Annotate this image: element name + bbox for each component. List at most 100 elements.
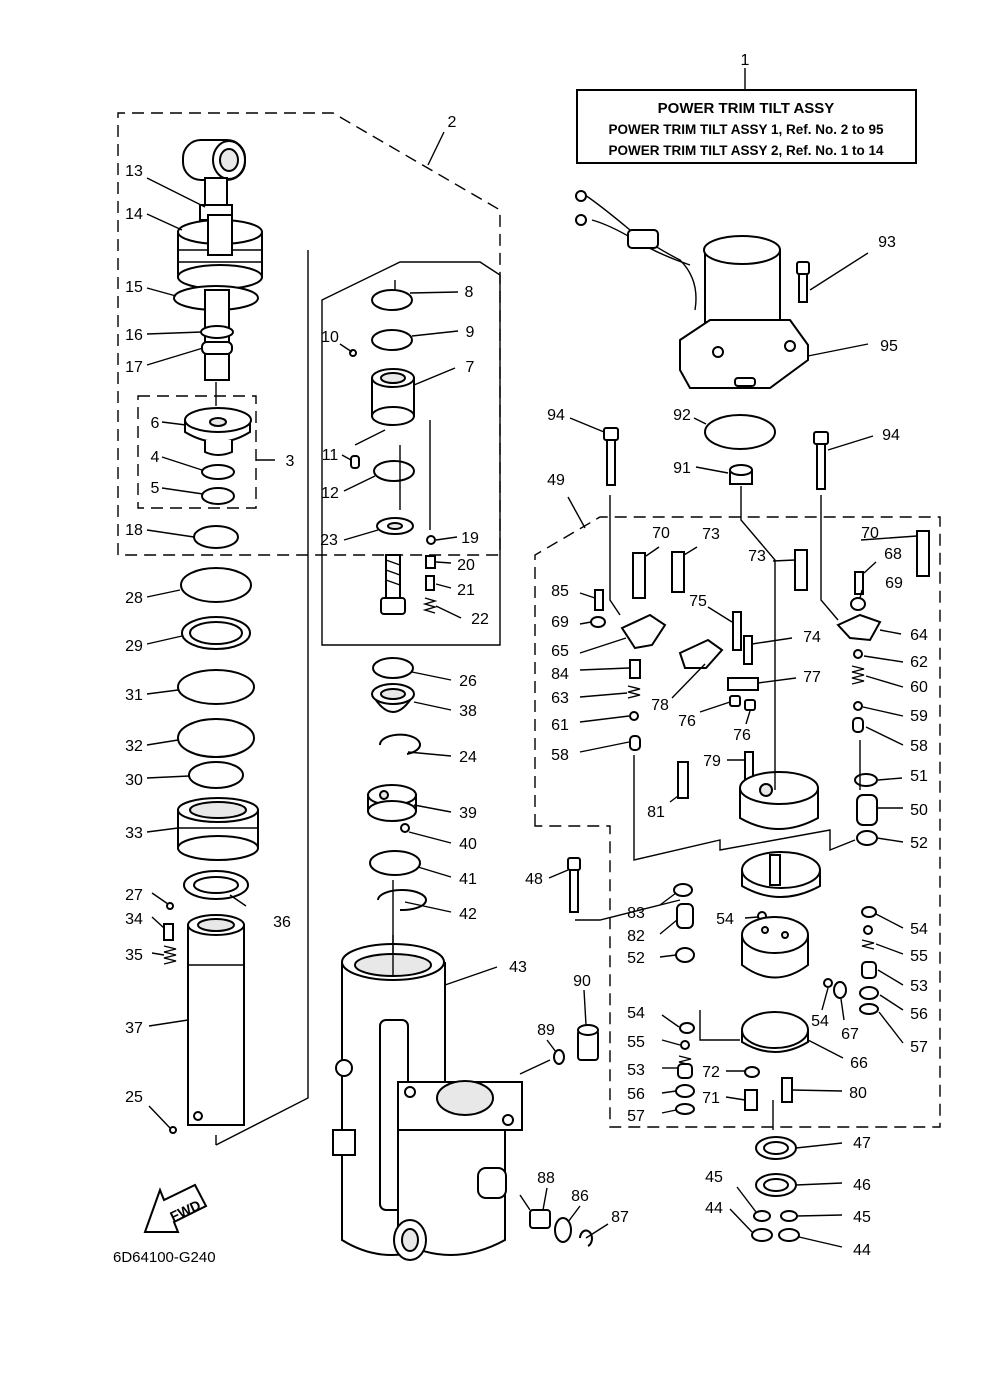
callout-62: 62 [910,654,928,671]
pump-parts [567,530,930,1242]
leader-lines [146,131,918,1248]
bolt-stem [380,554,406,615]
callout-88: 88 [537,1170,555,1187]
coupling [729,464,753,485]
gear-plate [741,851,821,898]
title-line-1: POWER TRIM TILT ASSY 1, Ref. No. 2 to 95 [608,122,884,137]
callout-46: 46 [853,1177,871,1194]
callout-57b: 57 [627,1108,645,1125]
callout-79: 79 [703,753,721,770]
callout-6: 6 [151,415,160,432]
callout-71: 71 [702,1090,720,1107]
callout-77: 77 [803,669,821,686]
callout-54a: 54 [716,911,734,928]
callout-3: 3 [286,453,295,470]
tilt-rod-eye [182,139,246,209]
callout-76b: 76 [733,727,751,744]
callout-94b: 94 [882,427,900,444]
callout-45a: 45 [705,1169,723,1186]
callout-90: 90 [573,973,591,990]
callout-41: 41 [459,871,477,888]
callout-65: 65 [551,643,569,660]
callout-45b: 45 [853,1209,871,1226]
callout-66: 66 [850,1055,868,1072]
callout-82: 82 [627,928,645,945]
callout-68: 68 [884,546,902,563]
callout-38: 38 [459,703,477,720]
callout-54b: 54 [910,921,928,938]
callout-48: 48 [525,871,543,888]
callout-75: 75 [689,593,707,610]
callout-69a: 69 [551,614,569,631]
callout-33: 33 [125,825,143,842]
callout-87: 87 [611,1209,629,1226]
callout-73a: 73 [702,526,720,543]
callout-42: 42 [459,906,477,923]
callout-67: 67 [841,1026,859,1043]
callout-47: 47 [853,1135,871,1152]
callout-13: 13 [125,163,143,180]
callout-92: 92 [673,407,691,424]
callout-44a: 44 [705,1200,723,1217]
callout-40: 40 [459,836,477,853]
title-box: POWER TRIM TILT ASSY POWER TRIM TILT ASS… [576,68,917,164]
callout-34: 34 [125,911,143,928]
callout-61: 61 [551,717,569,734]
gland [177,797,259,861]
callout-55b: 55 [627,1034,645,1051]
callout-54d: 54 [811,1013,829,1030]
callout-22: 22 [471,611,489,628]
callout-18: 18 [125,522,143,539]
callout-15: 15 [125,279,143,296]
group-outlines [117,112,941,1128]
cap [184,407,252,456]
callout-1: 1 [741,52,750,69]
callout-56a: 56 [910,1006,928,1023]
motor-assembly [575,190,809,389]
callout-84: 84 [551,666,569,683]
callout-89: 89 [537,1022,555,1039]
title-line-2: POWER TRIM TILT ASSY 2, Ref. No. 1 to 14 [608,143,884,158]
callout-20: 20 [457,557,475,574]
callout-5: 5 [151,480,160,497]
callout-9: 9 [466,324,475,341]
callout-74: 74 [803,629,821,646]
callout-70b: 70 [861,525,879,542]
callout-58b: 58 [910,738,928,755]
pump-housing-lower [741,916,809,979]
callout-78: 78 [651,697,669,714]
callouts: 1 2 3 4 5 6 7 8 9 10 11 12 13 14 15 16 1… [125,52,928,1259]
callout-80: 80 [849,1085,867,1102]
callout-21: 21 [457,582,475,599]
callout-25: 25 [125,1089,143,1106]
valve-seat-39 [367,784,417,822]
callout-14: 14 [125,206,143,223]
callout-81: 81 [647,804,665,821]
motor-bolts [603,261,829,490]
callout-39: 39 [459,805,477,822]
callout-91: 91 [673,460,691,477]
callout-95: 95 [880,338,898,355]
callout-50: 50 [910,802,928,819]
callout-54c: 54 [627,1005,645,1022]
callout-2: 2 [448,114,457,131]
seat [371,683,415,713]
callout-4: 4 [151,449,160,466]
callout-31: 31 [125,687,143,704]
callout-94a: 94 [547,407,565,424]
callout-93: 93 [878,234,896,251]
callout-85: 85 [551,583,569,600]
callout-52b: 52 [627,950,645,967]
callout-76a: 76 [678,713,696,730]
callout-72: 72 [702,1064,720,1081]
callout-28: 28 [125,590,143,607]
callout-52a: 52 [910,835,928,852]
callout-26: 26 [459,673,477,690]
callout-83: 83 [627,905,645,922]
callout-24: 24 [459,749,477,766]
fittings [529,1024,599,1247]
callout-53a: 53 [910,978,928,995]
piston [177,214,263,290]
callout-49: 49 [547,472,565,489]
